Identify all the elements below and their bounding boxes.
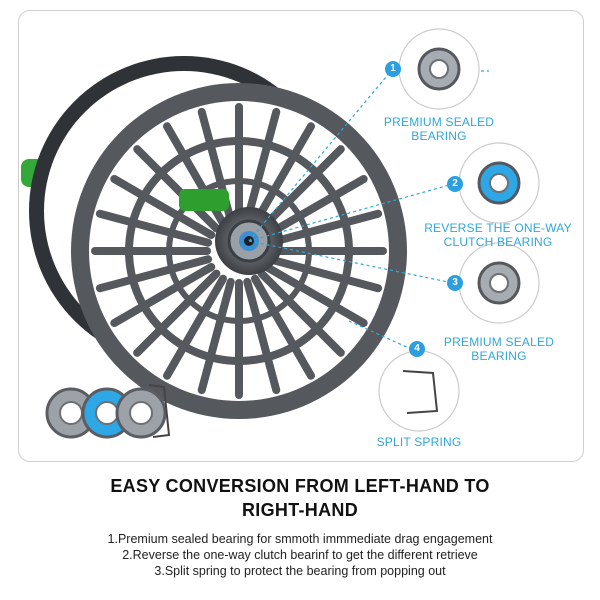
callout-4-bubble bbox=[378, 350, 460, 432]
callout-4-number: 4 bbox=[409, 341, 425, 357]
feature-line-2: 2.Reverse the one-way clutch bearinf to … bbox=[122, 548, 478, 562]
callout-2-bubble bbox=[458, 142, 540, 224]
callout-1-bubble bbox=[398, 28, 480, 110]
reel-spool bbox=[71, 83, 407, 419]
fly-reel-illustration bbox=[21, 28, 540, 439]
feature-line-1: 1.Premium sealed bearing for smmoth immm… bbox=[107, 532, 493, 546]
callout-3-bubble bbox=[458, 242, 540, 324]
callout-1-number: 1 bbox=[385, 61, 401, 77]
page-title: EASY CONVERSION FROM LEFT-HAND TO RIGHT-… bbox=[110, 476, 490, 520]
callout-3-number: 3 bbox=[447, 275, 463, 291]
bearing-set-illustration bbox=[45, 384, 171, 439]
callout-4-label: SPLIT SPRING bbox=[376, 435, 462, 449]
feature-line-3: 3.Split spring to protect the bearing fr… bbox=[154, 564, 446, 578]
callout-2-number: 2 bbox=[447, 176, 463, 192]
